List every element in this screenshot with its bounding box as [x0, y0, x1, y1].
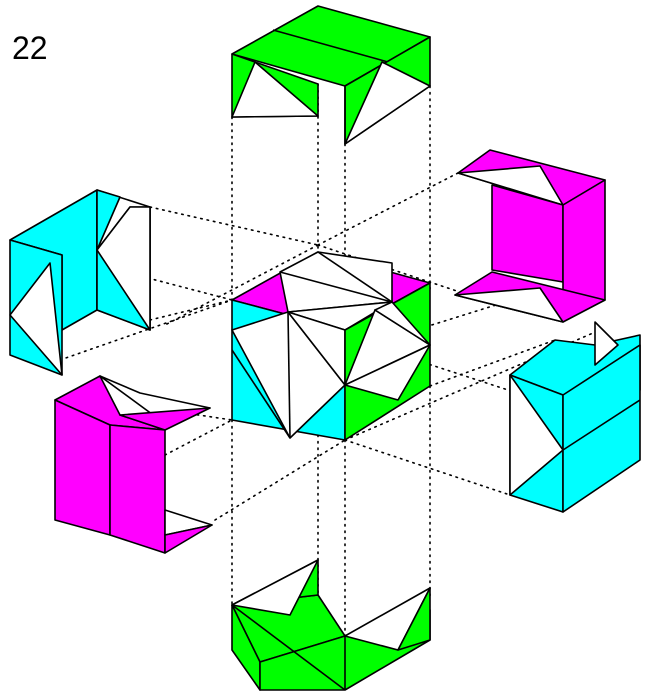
left-top-piece — [10, 190, 150, 375]
left-bottom-piece — [55, 376, 212, 553]
bottom-piece — [232, 560, 430, 690]
right-bottom-piece — [510, 322, 640, 512]
center-cube — [232, 252, 430, 440]
right-top-piece — [455, 150, 605, 322]
top-piece — [232, 6, 430, 144]
